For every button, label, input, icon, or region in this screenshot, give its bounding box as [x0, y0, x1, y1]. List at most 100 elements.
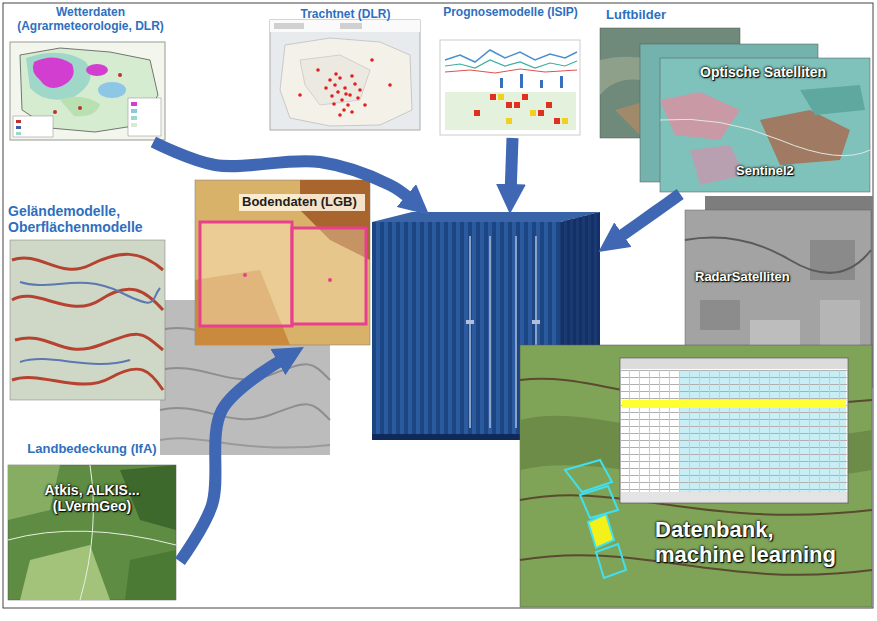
forecast-chart-part [522, 94, 528, 100]
database-scene-part [621, 492, 847, 502]
aerial-photos [600, 28, 870, 192]
forecast-chart-part [540, 80, 543, 88]
data-container-part [515, 236, 517, 428]
source-panel: Geländemodelle, Oberflächenmodelle [6, 203, 182, 401]
node-label: Geländemodelle, Oberflächenmodelle [8, 203, 178, 235]
bee-map-part [300, 55, 370, 105]
forecast-chart-part [514, 102, 520, 108]
terrain-model [10, 240, 165, 400]
source-panel: Prognosemodelle (ISIP) [438, 4, 587, 138]
database-scene-part [596, 544, 626, 578]
bee-map-part [324, 86, 328, 90]
forecast-chart-part [490, 94, 496, 100]
weather-map-part [16, 126, 21, 129]
database-scene-part [621, 370, 847, 492]
radar-images-part [685, 238, 871, 273]
radar-images-part [750, 320, 800, 345]
bee-map-part [333, 83, 337, 87]
bee-map-part [332, 102, 336, 106]
node-label: Landbedeckung (IfA) [8, 442, 176, 457]
weather-map-part [53, 110, 57, 114]
weather-map-part [118, 73, 122, 77]
source-panel: Wetterdaten (Agrarmeteorologie, DLR) [8, 4, 177, 142]
bee-map-part [274, 23, 304, 29]
weather-map-part [78, 106, 82, 110]
container-box [372, 212, 600, 440]
aerial-photos-part [800, 85, 865, 115]
weather-map-part [26, 53, 91, 100]
forecast-chart-part [562, 118, 568, 124]
weather-map-part [128, 98, 161, 136]
aerial-photos-part [660, 92, 740, 140]
bee-map-part [338, 76, 342, 80]
data-container-part [466, 320, 474, 324]
bee-map-part [344, 92, 348, 96]
forecast-chart-part [498, 94, 504, 100]
forecast-chart-part [445, 60, 577, 68]
node-sublabel: Sentinel2 [736, 164, 836, 179]
terrain-model-part [20, 282, 160, 303]
database-scene-part [588, 514, 614, 548]
node-label: RadarSatelliten [695, 270, 825, 285]
flow-arrow [153, 142, 411, 199]
result-panel: Datenbank, machine learning [520, 345, 872, 607]
source-panel: Landbedeckung (IfA) Atkis, ALKIS... (LVer… [8, 440, 180, 602]
bee-map-part [356, 96, 360, 100]
bee-map-part [338, 113, 342, 117]
forecast-chart-part [506, 102, 512, 108]
node-label: Bodendaten (LGB) [239, 194, 365, 211]
weather-map-part [60, 97, 100, 116]
bee-map-part [388, 83, 392, 87]
bee-map-part [350, 110, 354, 114]
hillshade-model-part [160, 404, 330, 420]
forecast-chart [440, 40, 580, 135]
bee-map-part [363, 103, 367, 107]
data-container-part [532, 320, 540, 324]
bee-map-part [336, 90, 340, 94]
flow-arrow [511, 138, 513, 190]
soil-map-part [200, 222, 292, 326]
bee-map-part [270, 20, 420, 130]
node-label: Trachtnet (DLR) [268, 8, 423, 22]
weather-map [10, 42, 165, 140]
hillshade-model-part [160, 438, 330, 447]
terrain-model-part [10, 240, 165, 400]
image-panel: RadarSatelliten [685, 198, 873, 403]
source-panel: Bodendaten (LGB) [195, 180, 370, 345]
forecast-chart-part [445, 92, 576, 130]
bee-map-part [334, 72, 338, 76]
terrain-model-part [12, 289, 163, 310]
weather-map-part [131, 109, 137, 113]
frame [3, 3, 873, 608]
soil-map-part [328, 278, 332, 282]
data-container-part [469, 236, 471, 428]
source-panel: LuftbilderOptische SatellitenSentinel2 [598, 4, 872, 194]
terrain-model-part [12, 369, 163, 390]
data-container-part [489, 236, 491, 428]
bee-map-part [350, 74, 354, 78]
bee-map-part [340, 98, 344, 102]
database-scene-part [520, 345, 872, 607]
database-scene-part [622, 400, 846, 408]
image-panel: Optische SatellitenSentinel2 [660, 58, 870, 192]
forecast-chart-part [538, 110, 544, 116]
soil-map-part [195, 180, 370, 345]
soil-map [195, 180, 370, 345]
bee-map-part [353, 82, 357, 86]
bee-map-part [343, 86, 347, 90]
database-scene-part [621, 359, 847, 369]
forecast-chart-part [554, 118, 560, 124]
weather-map-part [13, 116, 53, 137]
bee-map-part [330, 94, 334, 98]
radar-images-part [700, 300, 740, 330]
source-panel: Trachtnet (DLR) [268, 4, 427, 132]
bee-map-part [340, 23, 362, 29]
terrain-model-part [12, 254, 163, 270]
data-container-part [372, 212, 600, 222]
node-label: Wetterdaten (Agrarmeteorologie, DLR) [8, 6, 173, 34]
node-sublabel: Atkis, ALKIS... (LVermGeo) [42, 482, 142, 514]
weather-map-part [16, 132, 21, 135]
flow-arrow [180, 359, 283, 561]
weather-map-part [16, 120, 21, 123]
